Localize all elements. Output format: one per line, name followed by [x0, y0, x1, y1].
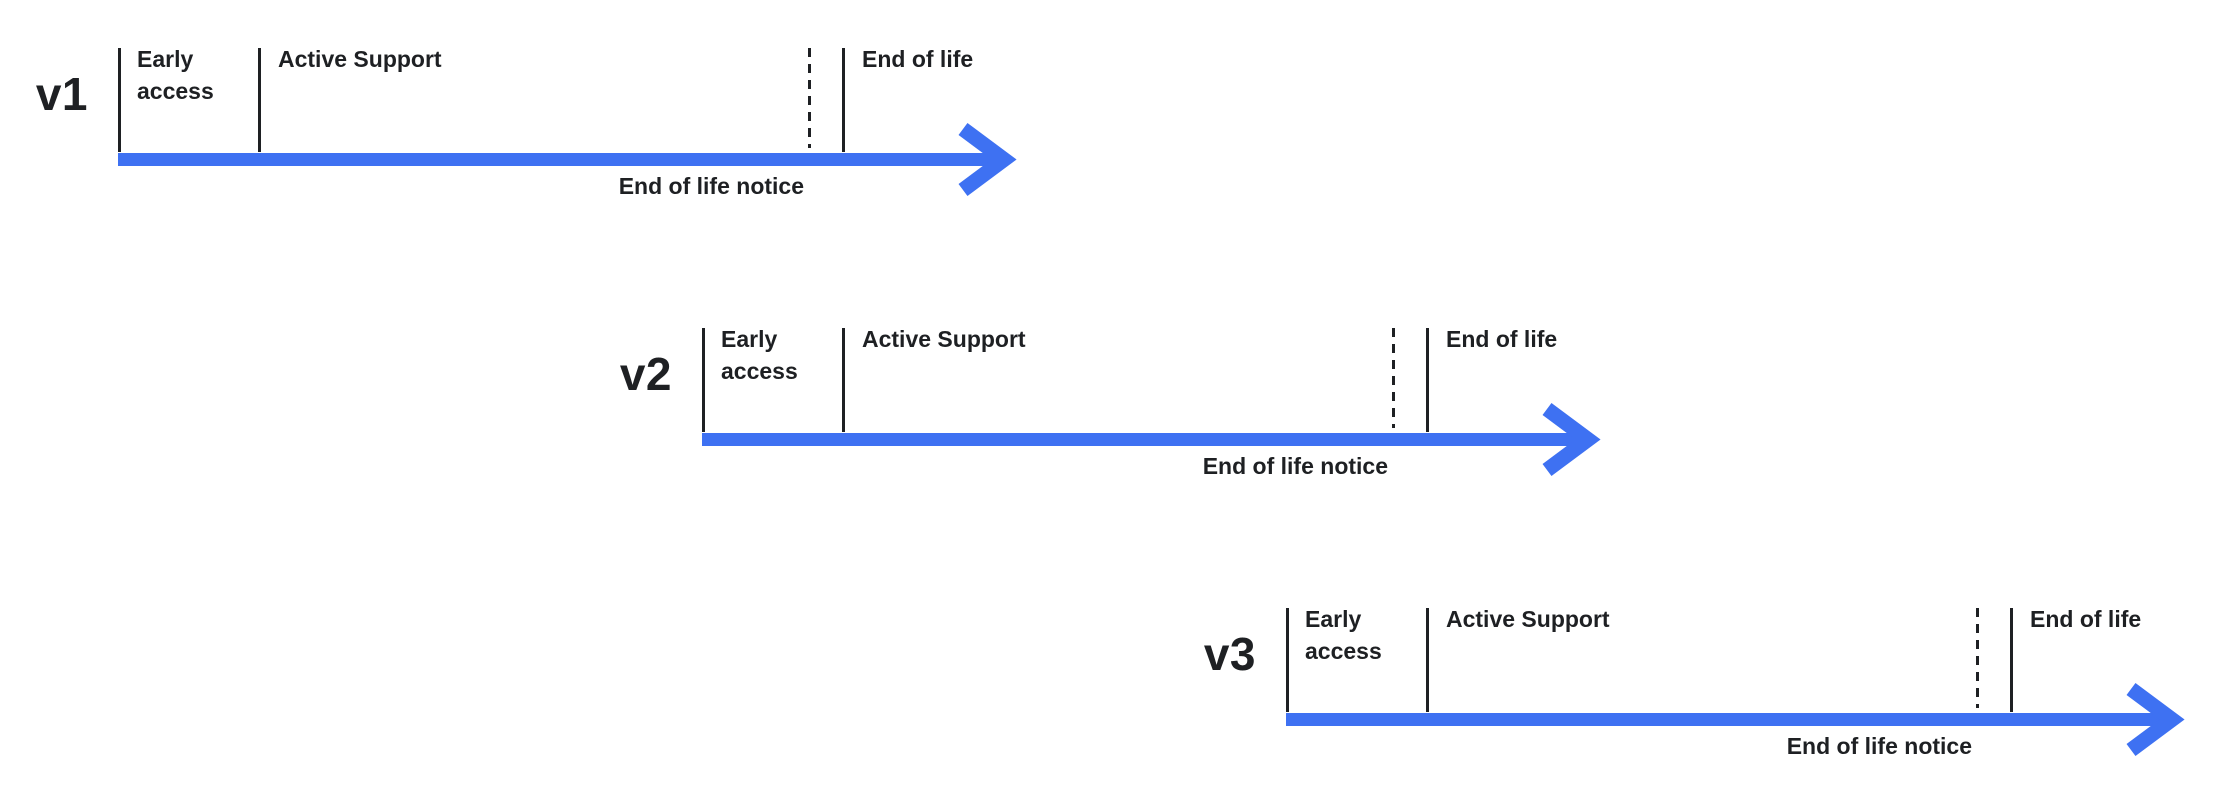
arrowhead-icon: [958, 122, 1017, 197]
version-label: v1: [35, 68, 88, 120]
active-support-label: Active Support: [278, 46, 442, 72]
timeline-v1: v1 Early access Active Support End of li…: [36, 46, 1078, 213]
end-of-life-label: End of life: [1446, 326, 1558, 352]
timeline-bar: [118, 153, 998, 166]
arrowhead-icon: [1542, 402, 1601, 477]
end-of-life-notice-label: End of life notice: [1786, 733, 1972, 759]
end-of-life-label: End of life: [2030, 606, 2142, 632]
early-access-label: Early access: [1305, 606, 1382, 664]
timeline-axis: [702, 328, 1601, 477]
active-support-label: Active Support: [862, 326, 1026, 352]
active-support-label: Active Support: [1446, 606, 1610, 632]
timeline-v2: v2 Early access Active Support End of li…: [620, 326, 1662, 493]
timeline-bar: [1286, 713, 2166, 726]
arrowhead-icon: [2126, 682, 2185, 757]
timeline-bar: [702, 433, 1582, 446]
version-label: v2: [619, 348, 672, 400]
end-of-life-label: End of life: [862, 46, 974, 72]
end-of-life-notice-label: End of life notice: [1202, 453, 1388, 479]
timeline-axis: [118, 48, 1017, 197]
timeline-v3: v3 Early access Active Support End of li…: [1204, 606, 2228, 773]
version-label: v3: [1203, 628, 1256, 680]
end-of-life-notice-label: End of life notice: [618, 173, 804, 199]
early-access-label: Early access: [721, 326, 798, 384]
timeline-axis: [1286, 608, 2185, 757]
early-access-label: Early access: [137, 46, 214, 104]
